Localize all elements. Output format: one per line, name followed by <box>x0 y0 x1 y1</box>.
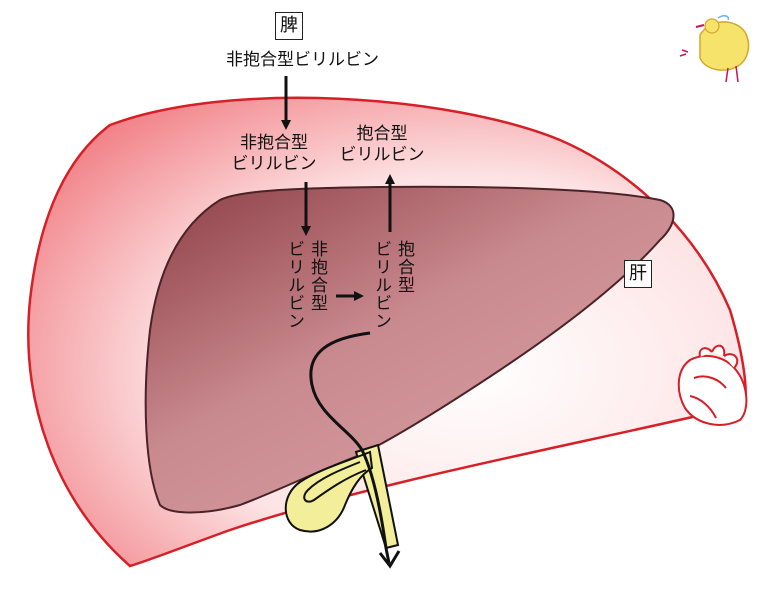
cystic-duct <box>303 461 367 503</box>
bile-flow-line <box>309 331 391 564</box>
conjugated-line2: ビリルビン <box>339 145 425 165</box>
liver-label: 肝 <box>624 260 652 288</box>
heart-icon <box>677 344 748 426</box>
unconjugated-line2: ビリルビン <box>231 154 317 174</box>
unconjugated-bilirubin-label: 非抱合型 ビリルビン <box>224 133 324 175</box>
gallbladder <box>284 450 374 533</box>
inner-unconjugated-col1: 非抱合型 <box>307 240 327 312</box>
inner-unconjugated-col2: ビリルビン <box>284 240 304 330</box>
chick-doodle-icon <box>679 15 750 83</box>
conjugated-line1: 抱合型 <box>356 124 408 144</box>
unconjugated-line1: 非抱合型 <box>240 133 308 153</box>
conjugated-bilirubin-label: 抱合型 ビリルビン <box>330 124 434 166</box>
inner-conjugated-col2: ビリルビン <box>371 240 391 330</box>
bile-exit-arrowhead <box>378 550 401 569</box>
spleen-label: 脾 <box>275 12 303 40</box>
inner-conjugated-col1: 抱合型 <box>394 240 414 294</box>
spleen-unconjugated-bilirubin-label: 非抱合型ビリルビン <box>226 50 379 70</box>
